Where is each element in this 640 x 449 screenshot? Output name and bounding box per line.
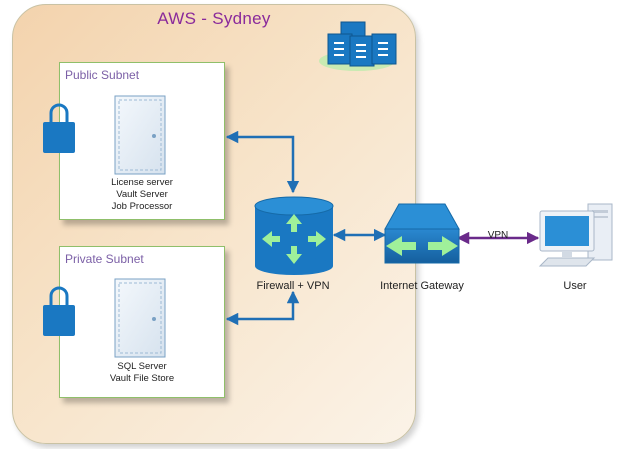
vpn-link-label: VPN	[487, 230, 509, 241]
internet-gateway-icon	[384, 203, 460, 264]
server-vault-file-store: Vault File Store	[109, 373, 175, 384]
firewall-router-icon	[254, 196, 334, 275]
private-subnet-title: Private Subnet	[65, 252, 144, 266]
server-sql: SQL Server	[117, 361, 167, 372]
server-cluster-icon	[319, 21, 397, 71]
door-icon	[114, 95, 166, 175]
lock-icon	[43, 103, 75, 153]
lock-icon	[43, 286, 75, 336]
private-subnet-servers: SQL Server Vault File Store	[60, 361, 224, 385]
public-subnet-servers: License server Vault Server Job Processo…	[60, 177, 224, 213]
user-label: User	[563, 280, 587, 292]
firewall-label: Firewall + VPN	[256, 280, 330, 292]
server-job-processor: Job Processor	[111, 201, 173, 212]
door-icon	[114, 278, 166, 358]
region-title: AWS - Sydney	[157, 9, 271, 28]
gateway-label: Internet Gateway	[380, 280, 464, 292]
computer-icon	[538, 203, 613, 267]
connector-subnets-firewall	[225, 130, 300, 326]
public-subnet-title: Public Subnet	[65, 68, 140, 82]
server-vault: Vault Server	[116, 189, 168, 200]
server-license: License server	[111, 177, 173, 188]
